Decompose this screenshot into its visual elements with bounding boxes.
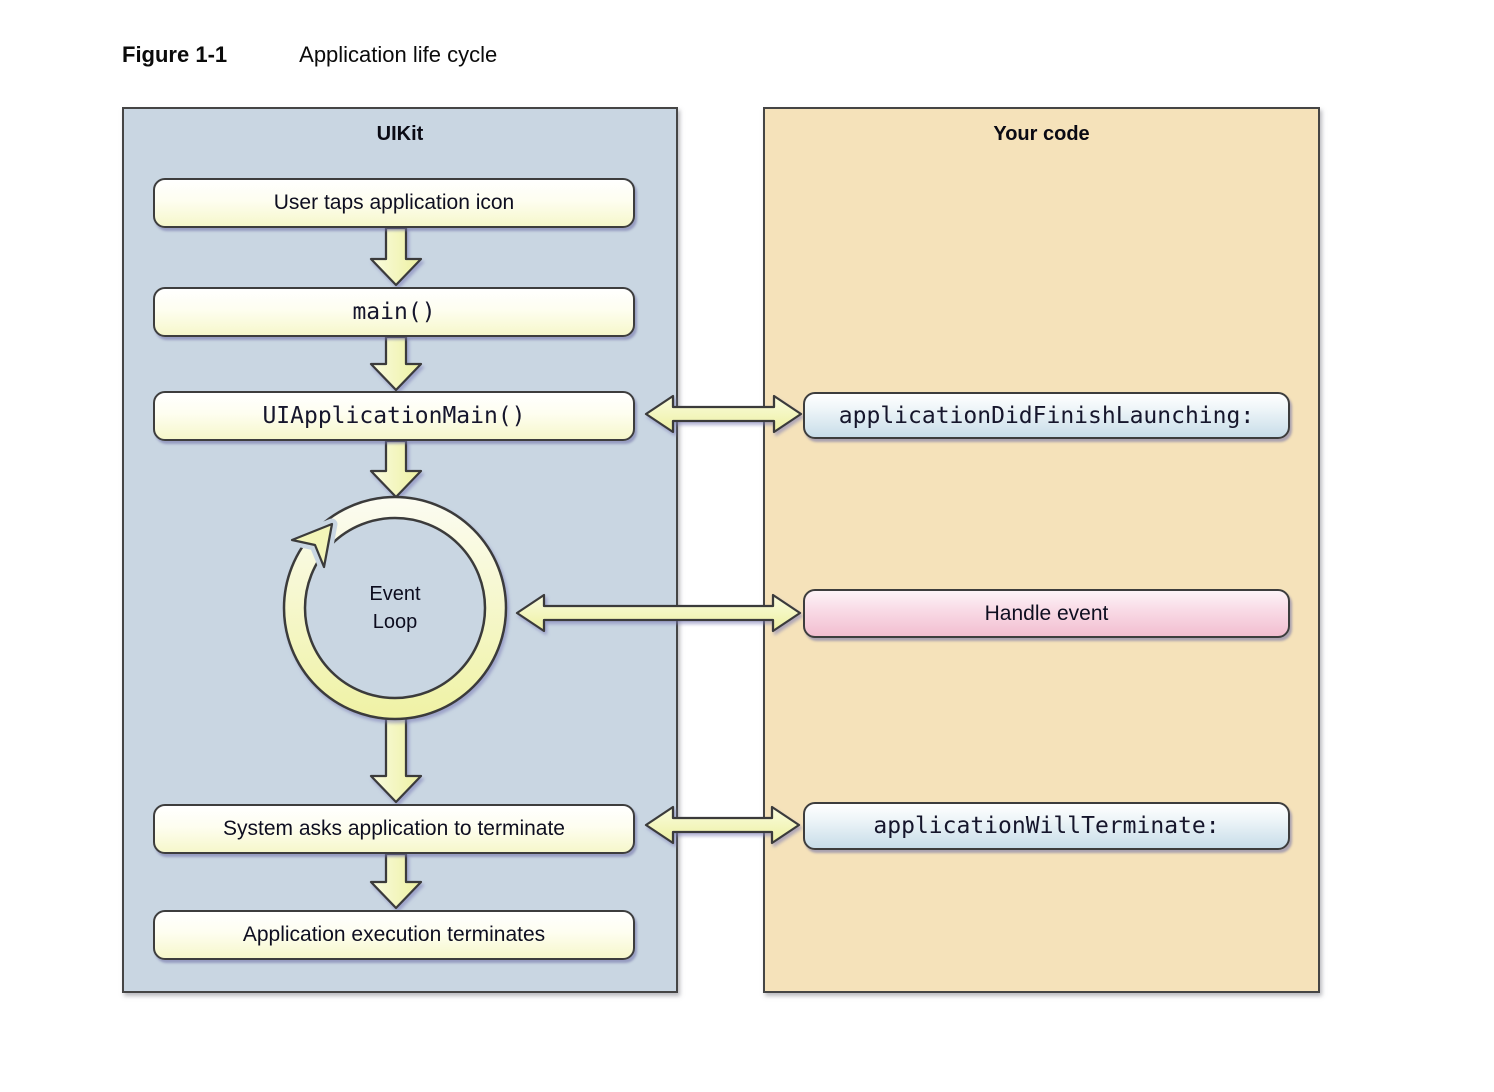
your-code-panel-title: Your code xyxy=(993,123,1090,145)
figure-title: Figure 1-1 Application life cycle xyxy=(122,42,497,68)
node-handle-event: Handle event xyxy=(803,589,1290,638)
figure-label: Figure 1-1 xyxy=(122,42,228,67)
figure-caption: Application life cycle xyxy=(299,42,498,67)
uikit-panel-title: UIKit xyxy=(376,123,424,145)
event-loop-label-line1: Event xyxy=(369,583,421,605)
node-uiapplicationmain: UIApplicationMain() xyxy=(153,391,635,441)
node-main: main() xyxy=(153,287,635,337)
your-code-panel: Your code xyxy=(763,107,1320,993)
node-application-did-finish-launching: applicationDidFinishLaunching: xyxy=(803,392,1290,439)
node-application-will-terminate: applicationWillTerminate: xyxy=(803,802,1290,850)
node-user-taps-application-icon: User taps application icon xyxy=(153,178,635,228)
uikit-panel: UIKit xyxy=(122,107,678,993)
event-loop-label-line2: Loop xyxy=(372,611,418,633)
event-loop-label: Event Loop xyxy=(295,580,495,636)
node-system-asks-terminate: System asks application to terminate xyxy=(153,804,635,854)
node-application-execution-terminates: Application execution terminates xyxy=(153,910,635,960)
